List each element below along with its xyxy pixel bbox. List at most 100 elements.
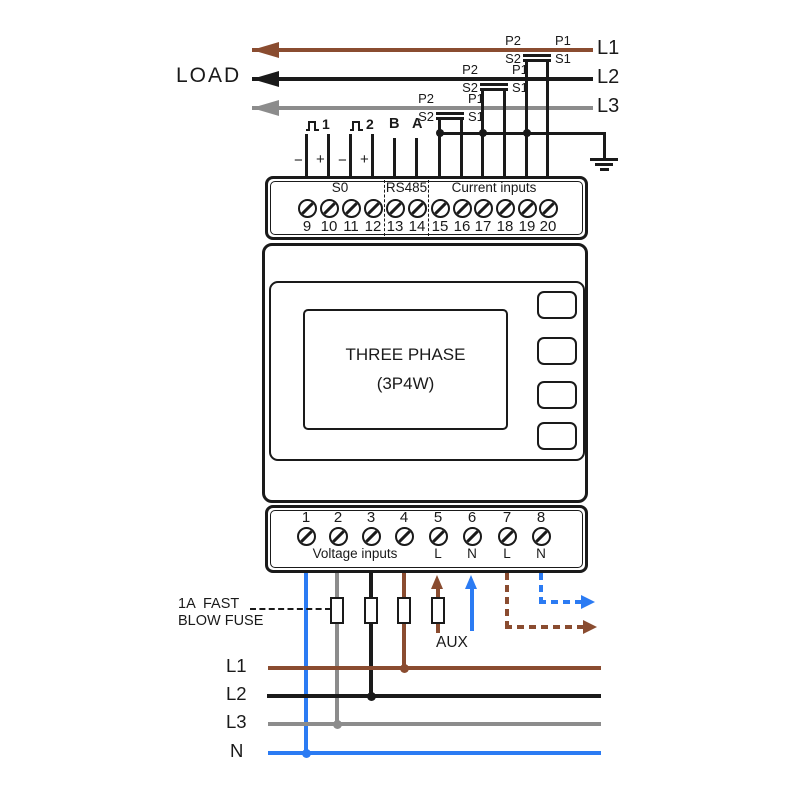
l1-arrowhead-icon	[252, 42, 279, 58]
ct-l1-p1-label: P1	[555, 33, 571, 48]
terminal-screw-19	[517, 199, 537, 218]
terminal-screw-15	[430, 199, 450, 218]
terminal-number: 3	[366, 509, 376, 526]
bus-l2-line	[267, 694, 601, 698]
ct-l3-p2-label: P2	[418, 91, 434, 106]
ct-l1-s2-wire	[525, 60, 528, 177]
junction-dot-l3	[332, 719, 342, 729]
junction-dot-l2	[366, 691, 376, 701]
fuse-l3	[330, 597, 344, 624]
terminal-number: 14	[408, 218, 426, 235]
display-line2: (3P4W)	[376, 374, 435, 393]
fuse-note-line2: BLOW FUSE	[178, 613, 264, 629]
terminal14-wire	[415, 138, 418, 177]
terminal-screw-7	[497, 527, 517, 546]
s2-common-earth-line	[440, 132, 605, 135]
terminal-screw-3	[361, 527, 381, 546]
terminal-screw-11	[341, 199, 361, 218]
terminal12-wire	[371, 134, 374, 177]
top-terminal-block	[265, 176, 588, 240]
terminal-screw-18	[495, 199, 515, 218]
aux-out-l-dashed-wire-h	[505, 625, 583, 629]
earth-down-wire	[603, 132, 606, 158]
ct-l3-s1-label: S1	[468, 109, 484, 124]
terminal-screw-12	[363, 199, 383, 218]
l2-arrowhead-icon	[252, 71, 279, 87]
rs485-b-label: B	[389, 116, 400, 132]
terminal-number: 11	[343, 218, 359, 235]
load-label: LOAD	[176, 64, 242, 87]
terminal10-wire	[327, 134, 330, 177]
s0-section-label: S0	[331, 180, 349, 195]
l3-phase-line	[252, 106, 593, 110]
terminal7-l-label: L	[503, 546, 511, 561]
l1-phase-line	[252, 48, 593, 52]
terminal-number: 16	[453, 218, 471, 235]
aux-label: AUX	[436, 634, 468, 651]
junction-dot	[523, 129, 531, 137]
bus-n-line	[268, 751, 601, 755]
meter-button-2	[537, 337, 577, 365]
bottom-terminal-block	[265, 505, 588, 573]
aux-out-n-dashed-wire-h	[539, 600, 581, 604]
l3-voltage-wire	[335, 573, 339, 726]
terminal-screw-5	[428, 527, 448, 546]
terminal-screw-1	[296, 527, 316, 546]
bus-l1-label: L1	[226, 655, 247, 676]
terminal-screw-10	[319, 199, 339, 218]
section-divider	[384, 180, 385, 236]
ct-l3-bar2	[436, 117, 464, 120]
ct-l1-bar	[523, 54, 551, 57]
ct-l1-s1-wire	[546, 60, 549, 177]
ct-l1-s2-label: S2	[505, 51, 521, 66]
terminal-screw-8	[531, 527, 551, 546]
terminal-screw-16	[452, 199, 472, 218]
junction-dot-n	[301, 748, 311, 758]
terminal-screw-9	[297, 199, 317, 218]
ct-l2-p2-label: P2	[462, 62, 478, 77]
aux-out-n-dashed-wire	[539, 573, 543, 604]
terminal5-l-label: L	[434, 546, 442, 561]
l1-top-label: L1	[597, 37, 620, 59]
meter-display: THREE PHASE (3P4W)	[303, 309, 508, 430]
junction-dot-l1	[399, 663, 409, 673]
terminal13-wire	[393, 138, 396, 177]
fuse-note-line1: 1A FAST	[178, 596, 240, 612]
terminal6-n-label: N	[467, 546, 477, 561]
current-inputs-section-label: Current inputs	[451, 180, 537, 195]
aux-n-arrowhead-icon	[465, 575, 477, 589]
terminal-number: 8	[536, 509, 546, 526]
top-terminal-block-inner	[270, 181, 583, 235]
ct-l2-p1-label: P1	[512, 62, 528, 77]
terminal-screw-20	[538, 199, 558, 218]
terminal-number: 13	[386, 218, 404, 235]
ct-l3-p1-label: P1	[468, 91, 484, 106]
neutral-wire	[304, 573, 308, 755]
terminal-number: 4	[399, 509, 409, 526]
junction-dot	[479, 129, 487, 137]
terminal-number: 6	[467, 509, 477, 526]
terminal9-wire	[305, 134, 308, 177]
bus-l3-line	[268, 722, 601, 726]
pulse-wave-icon	[350, 121, 363, 131]
terminal-screw-13	[385, 199, 405, 218]
bus-l1-line	[268, 666, 601, 670]
section-divider	[428, 180, 429, 236]
terminal-number: 15	[431, 218, 449, 235]
display-line1: THREE PHASE	[345, 345, 466, 364]
bus-l3-label: L3	[226, 711, 247, 732]
bus-n-label: N	[230, 740, 244, 761]
pulse2-minus-label: −	[338, 152, 347, 169]
ct-l1-p2-label: P2	[505, 33, 521, 48]
rs485-section-label: RS485	[385, 180, 428, 195]
l3-arrowhead-icon	[252, 100, 279, 116]
ct-l3-s1-wire	[460, 118, 463, 177]
fuse-note-leader-line	[250, 608, 331, 610]
ct-l2-bar2	[480, 88, 508, 91]
l3-top-label: L3	[597, 95, 620, 117]
bus-l2-label: L2	[226, 683, 247, 704]
meter-button-1	[537, 291, 577, 319]
terminal-screw-14	[407, 199, 427, 218]
fuse-aux	[431, 597, 445, 624]
